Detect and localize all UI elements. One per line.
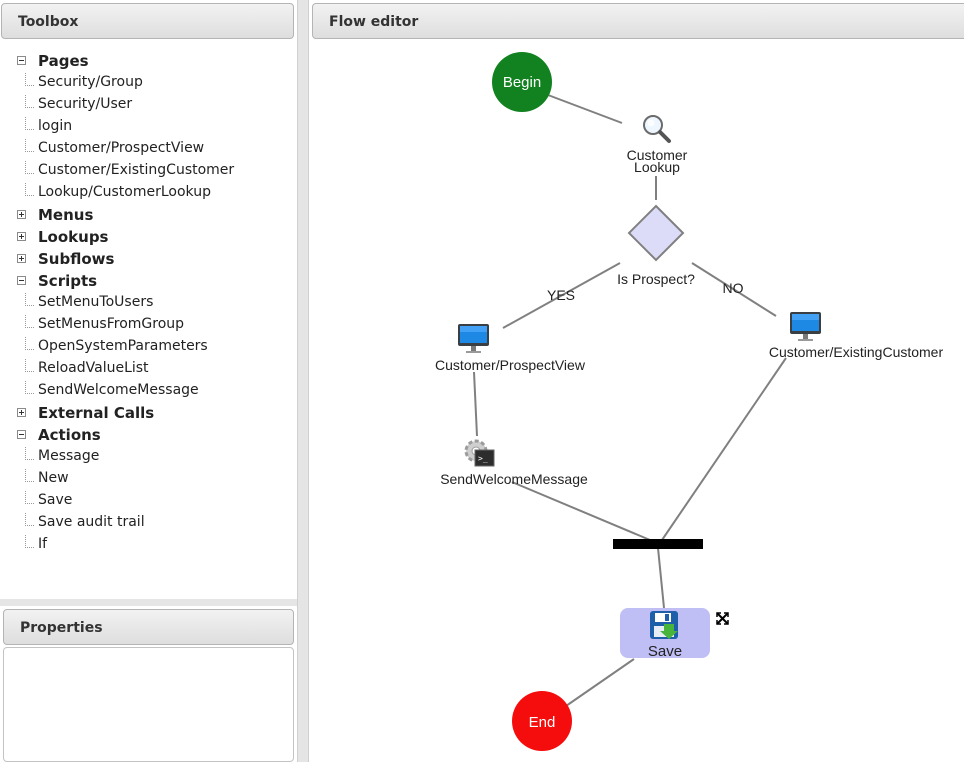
tree-label: login bbox=[38, 118, 73, 134]
end-node[interactable] bbox=[512, 691, 572, 751]
tree-connector bbox=[25, 117, 34, 130]
tree-label: Customer/ProspectView bbox=[38, 140, 205, 156]
customer-lookup-label-1: Customer bbox=[627, 147, 688, 163]
save-label: Save bbox=[648, 643, 682, 660]
tree-label: External Calls bbox=[38, 404, 155, 422]
edge-begin-lookup bbox=[547, 94, 623, 124]
tree-connector bbox=[25, 161, 34, 174]
tree-label: Security/Group bbox=[38, 74, 143, 90]
tree-label: SetMenuToUsers bbox=[38, 294, 154, 310]
properties-header: Properties bbox=[3, 609, 294, 645]
toolbox-header: Toolbox bbox=[1, 3, 294, 39]
save-node[interactable] bbox=[620, 608, 710, 658]
magnifier-icon[interactable] bbox=[643, 115, 671, 143]
floppy-disk-icon bbox=[650, 611, 678, 639]
tree-connector bbox=[25, 513, 34, 526]
tree-connector bbox=[25, 447, 34, 460]
tree-label: SendWelcomeMessage bbox=[38, 382, 199, 398]
end-label: End bbox=[529, 714, 556, 731]
edge-existing-bar bbox=[661, 357, 787, 541]
tree-label: Lookups bbox=[38, 228, 109, 246]
customer-lookup-label-2: Lookup bbox=[634, 159, 680, 175]
tree-connector bbox=[25, 535, 34, 548]
edge-bar-save bbox=[657, 547, 665, 609]
horizontal-splitter[interactable] bbox=[0, 599, 297, 606]
flow-edges bbox=[473, 94, 787, 707]
properties-panel bbox=[3, 647, 294, 762]
edge-decision-yes bbox=[502, 262, 621, 329]
expand-toggle-icon[interactable] bbox=[17, 254, 26, 263]
edge-prospect-send bbox=[473, 371, 478, 437]
monitor-icon[interactable] bbox=[458, 324, 489, 353]
vertical-splitter[interactable] bbox=[297, 0, 309, 762]
tree-connector bbox=[25, 337, 34, 350]
edge-decision-no bbox=[691, 262, 777, 317]
flow-editor-title: Flow editor bbox=[329, 14, 419, 30]
begin-node[interactable] bbox=[492, 52, 552, 112]
tree-label: ReloadValueList bbox=[38, 360, 149, 376]
expand-icon[interactable] bbox=[716, 612, 729, 625]
send-welcome-label: SendWelcomeMessage bbox=[440, 471, 588, 487]
tree-label: Save bbox=[38, 492, 73, 508]
tree-label: Menus bbox=[38, 206, 94, 224]
tree-label: Message bbox=[38, 448, 100, 464]
tree-connector bbox=[25, 139, 34, 152]
tree-connector bbox=[25, 95, 34, 108]
flow-editor-header: Flow editor bbox=[312, 3, 964, 39]
svg-text:>_: >_ bbox=[478, 454, 488, 463]
tree-connector bbox=[25, 359, 34, 372]
collapse-toggle-icon[interactable] bbox=[17, 430, 26, 439]
decision-node[interactable] bbox=[627, 204, 685, 262]
tree-label: If bbox=[38, 536, 48, 552]
existing-customer-label: Customer/ExistingCustomer bbox=[769, 344, 944, 360]
tree-connector bbox=[25, 469, 34, 482]
yes-edge-label: YES bbox=[547, 287, 575, 303]
tree-connector bbox=[25, 183, 34, 196]
tree-label: Customer/ExistingCustomer bbox=[38, 162, 235, 178]
tree-label: Security/User bbox=[38, 96, 133, 112]
monitor-icon[interactable] bbox=[790, 312, 821, 341]
edge-save-end bbox=[565, 658, 635, 707]
tree-label: Actions bbox=[38, 426, 101, 444]
script-gear-icon[interactable]: >_ bbox=[464, 439, 495, 467]
tree-label: Pages bbox=[38, 52, 89, 70]
expand-toggle-icon[interactable] bbox=[17, 408, 26, 417]
expand-toggle-icon[interactable] bbox=[17, 232, 26, 241]
tree-connector bbox=[25, 491, 34, 504]
tree-label: SetMenusFromGroup bbox=[38, 316, 185, 332]
tree-label: Scripts bbox=[38, 272, 98, 290]
tree-label: Lookup/CustomerLookup bbox=[38, 184, 211, 200]
begin-label: Begin bbox=[503, 74, 541, 91]
tree-connector bbox=[25, 73, 34, 86]
collapse-toggle-icon[interactable] bbox=[17, 276, 26, 285]
tree-connector bbox=[25, 315, 34, 328]
properties-title: Properties bbox=[20, 620, 103, 636]
tree-label: Save audit trail bbox=[38, 514, 145, 530]
edge-send-bar bbox=[511, 481, 651, 541]
tree-connector bbox=[25, 293, 34, 306]
expand-toggle-icon[interactable] bbox=[17, 210, 26, 219]
toolbox-title: Toolbox bbox=[18, 14, 79, 30]
prospect-view-label: Customer/ProspectView bbox=[435, 357, 586, 373]
decision-label: Is Prospect? bbox=[617, 271, 695, 287]
join-bar[interactable] bbox=[613, 539, 703, 549]
tree-connector bbox=[25, 381, 34, 394]
tree-label: New bbox=[38, 470, 69, 486]
collapse-toggle-icon[interactable] bbox=[17, 56, 26, 65]
tree-label: OpenSystemParameters bbox=[38, 338, 208, 354]
tree-label: Subflows bbox=[38, 250, 115, 268]
no-edge-label: NO bbox=[723, 280, 744, 296]
